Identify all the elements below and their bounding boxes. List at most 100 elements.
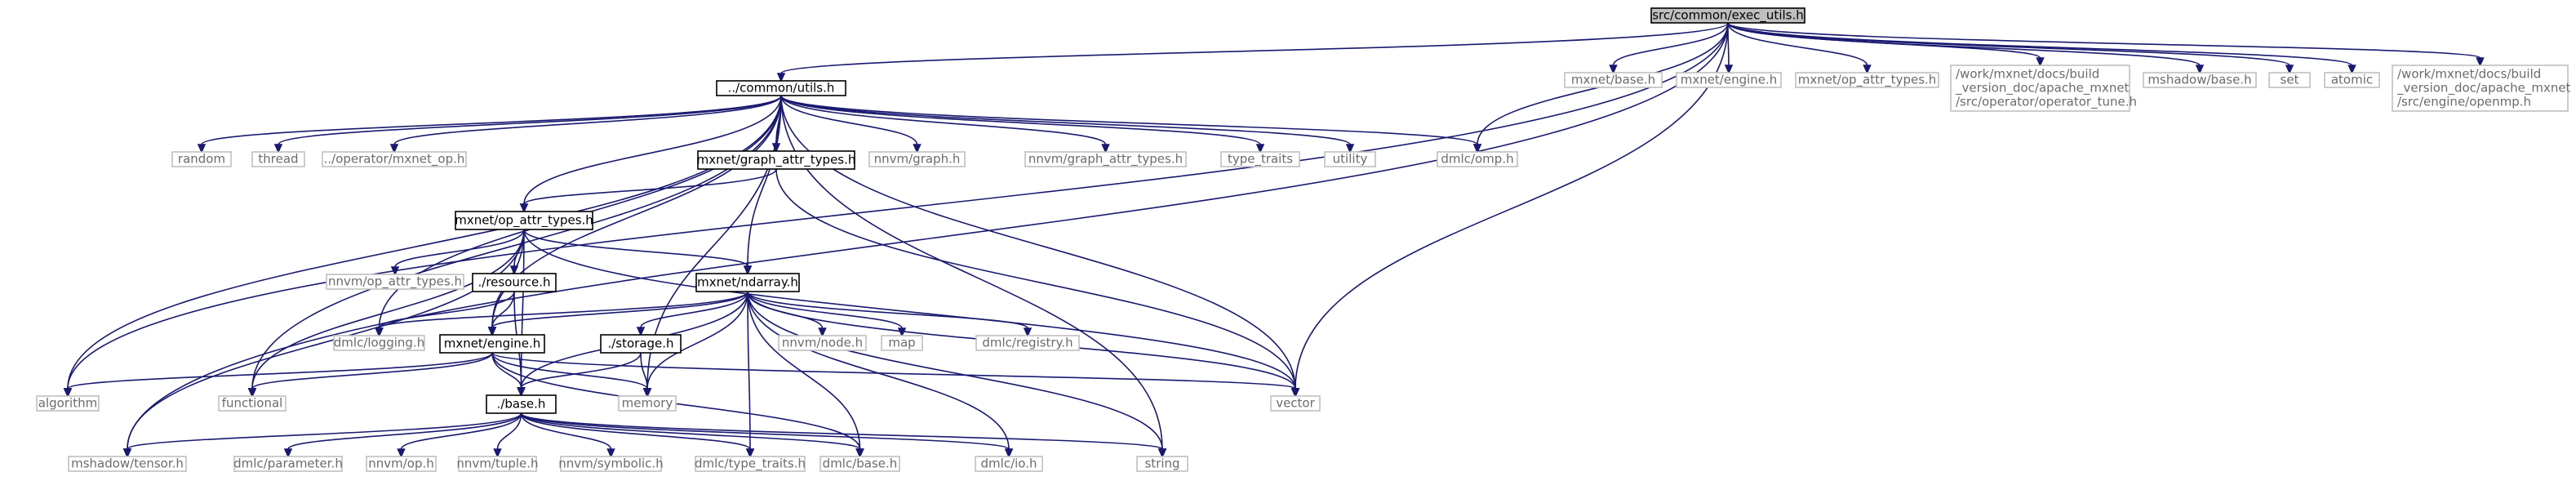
node-label: /src/operator/operator_tune.h — [1956, 95, 2137, 110]
node-box — [1220, 151, 1300, 167]
node-box — [36, 395, 100, 412]
node-storage[interactable]: ./storage.h — [600, 334, 682, 354]
node-box — [2324, 72, 2380, 88]
arrowhead — [2347, 65, 2356, 74]
edge-base-to-dmlc_base — [520, 412, 864, 458]
node-box — [778, 335, 867, 351]
node-box — [1136, 456, 1188, 472]
arrowhead — [1004, 448, 1014, 458]
node-box — [333, 335, 425, 351]
edge-line — [523, 229, 748, 267]
node-label: set — [2281, 73, 2299, 87]
node-nnvm-symbolic: nnvm/symbolic.h — [558, 456, 664, 472]
node-nnvm-op: nnvm/op.h — [366, 456, 437, 472]
node-resource[interactable]: ./resource.h — [472, 273, 557, 292]
arrowhead — [855, 448, 864, 458]
arrowhead — [776, 73, 786, 82]
node-box — [881, 335, 923, 351]
node-label: utility — [1333, 152, 1368, 167]
node-common-utils[interactable]: ../common/utils.h — [716, 80, 846, 96]
arrowhead — [913, 144, 922, 154]
edge-line — [747, 291, 1163, 450]
node-vector: vector — [1270, 395, 1321, 412]
node-label: dmlc/type_traits.h — [695, 457, 806, 472]
node-box — [695, 456, 806, 472]
edge-base-to-string — [520, 412, 1167, 458]
node-nnvm-op-attr: nnvm/op_attr_types.h — [326, 274, 464, 290]
edge-line — [496, 412, 522, 450]
edge-line — [1727, 22, 2201, 66]
node-box — [251, 151, 305, 167]
node-label: /src/engine/openmp.h — [2397, 95, 2531, 109]
arrowhead — [247, 388, 257, 398]
edge-common_utils-to-random — [197, 95, 782, 154]
node-label: functional — [222, 396, 283, 411]
edge-line — [491, 291, 748, 328]
node-nnvm-tuple: nnvm/tuple.h — [456, 456, 539, 472]
arrowhead — [517, 387, 526, 397]
edge-line — [640, 352, 648, 390]
node-label: mshadow/tensor.h — [71, 457, 184, 471]
node-label: ../common/utils.h — [728, 81, 835, 96]
node-box — [68, 456, 187, 472]
edge-line — [378, 291, 748, 329]
node-label: dmlc/registry.h — [982, 336, 1073, 350]
edge-line — [780, 95, 1107, 145]
arrowhead — [63, 388, 73, 398]
node-box — [600, 334, 682, 354]
node-base[interactable]: ./base.h — [486, 394, 557, 414]
node-dmlc-registry: dmlc/registry.h — [975, 335, 1080, 351]
node-box — [618, 395, 677, 412]
node-box — [1024, 151, 1187, 167]
node-algorithm: algorithm — [36, 395, 100, 412]
edge-storage-to-memory — [640, 352, 652, 398]
arrowhead — [606, 448, 615, 458]
node-box — [2268, 72, 2311, 88]
node-label: mxnet/base.h — [1571, 73, 1655, 87]
arrowhead — [818, 327, 827, 337]
node-box — [819, 456, 900, 472]
edge-common_utils-to-nnvm_graph_attr — [780, 95, 1110, 154]
node-box — [1795, 72, 1939, 88]
nodes-layer: src/common/exec_utils.h ../common/utils.h… — [36, 7, 2571, 472]
arrowhead — [1345, 144, 1355, 154]
node-exec-utils[interactable]: src/common/exec_utils.h — [1650, 7, 1805, 24]
edge-storage-to-base — [517, 352, 642, 397]
edge-engine-to-vector — [491, 352, 1300, 398]
node-ndarray[interactable]: mxnet/ndarray.h — [695, 273, 800, 292]
node-dmlc-logging: dmlc/logging.h — [333, 335, 425, 351]
arrowhead — [2285, 65, 2294, 74]
arrowhead — [1157, 448, 1167, 458]
edge-common_utils-to-string — [780, 95, 1167, 458]
node-box — [233, 456, 343, 472]
edge-common_utils-to-thread — [273, 95, 782, 154]
arrowhead — [390, 266, 400, 276]
edge-exec_utils-to-vector — [1290, 22, 1729, 398]
node-label: nnvm/node.h — [782, 336, 863, 350]
node-label: nnvm/graph.h — [874, 152, 961, 167]
edge-line — [287, 412, 522, 450]
edge-line — [747, 291, 861, 450]
arrowhead — [1290, 388, 1300, 398]
arrowhead — [1863, 65, 1872, 74]
node-map: map — [881, 335, 923, 351]
node-op-attr-types[interactable]: mxnet/op_attr_types.h — [455, 211, 593, 230]
node-label: mxnet/engine.h — [444, 336, 541, 351]
node-nnvm-node: nnvm/node.h — [778, 335, 867, 351]
node-box — [1650, 7, 1805, 24]
node-box — [218, 395, 286, 412]
node-random: random — [171, 151, 232, 167]
edge-common_utils-to-type_traits — [780, 95, 1265, 154]
edge-graph_attr_types-to-op_attr_types — [519, 168, 777, 213]
node-engine[interactable]: mxnet/engine.h — [439, 334, 545, 354]
arrowhead — [745, 448, 755, 458]
edge-op_attr_types-to-vector — [523, 229, 1300, 398]
edge-line — [67, 352, 493, 390]
node-label: mshadow/base.h — [2147, 73, 2251, 87]
node-box — [560, 456, 662, 472]
edge-line — [520, 352, 642, 389]
node-box — [322, 151, 467, 167]
edge-line — [780, 22, 1729, 74]
node-graph-attr-types[interactable]: mxnet/graph_attr_types.h — [697, 150, 856, 170]
node-label: ./storage.h — [607, 336, 673, 351]
